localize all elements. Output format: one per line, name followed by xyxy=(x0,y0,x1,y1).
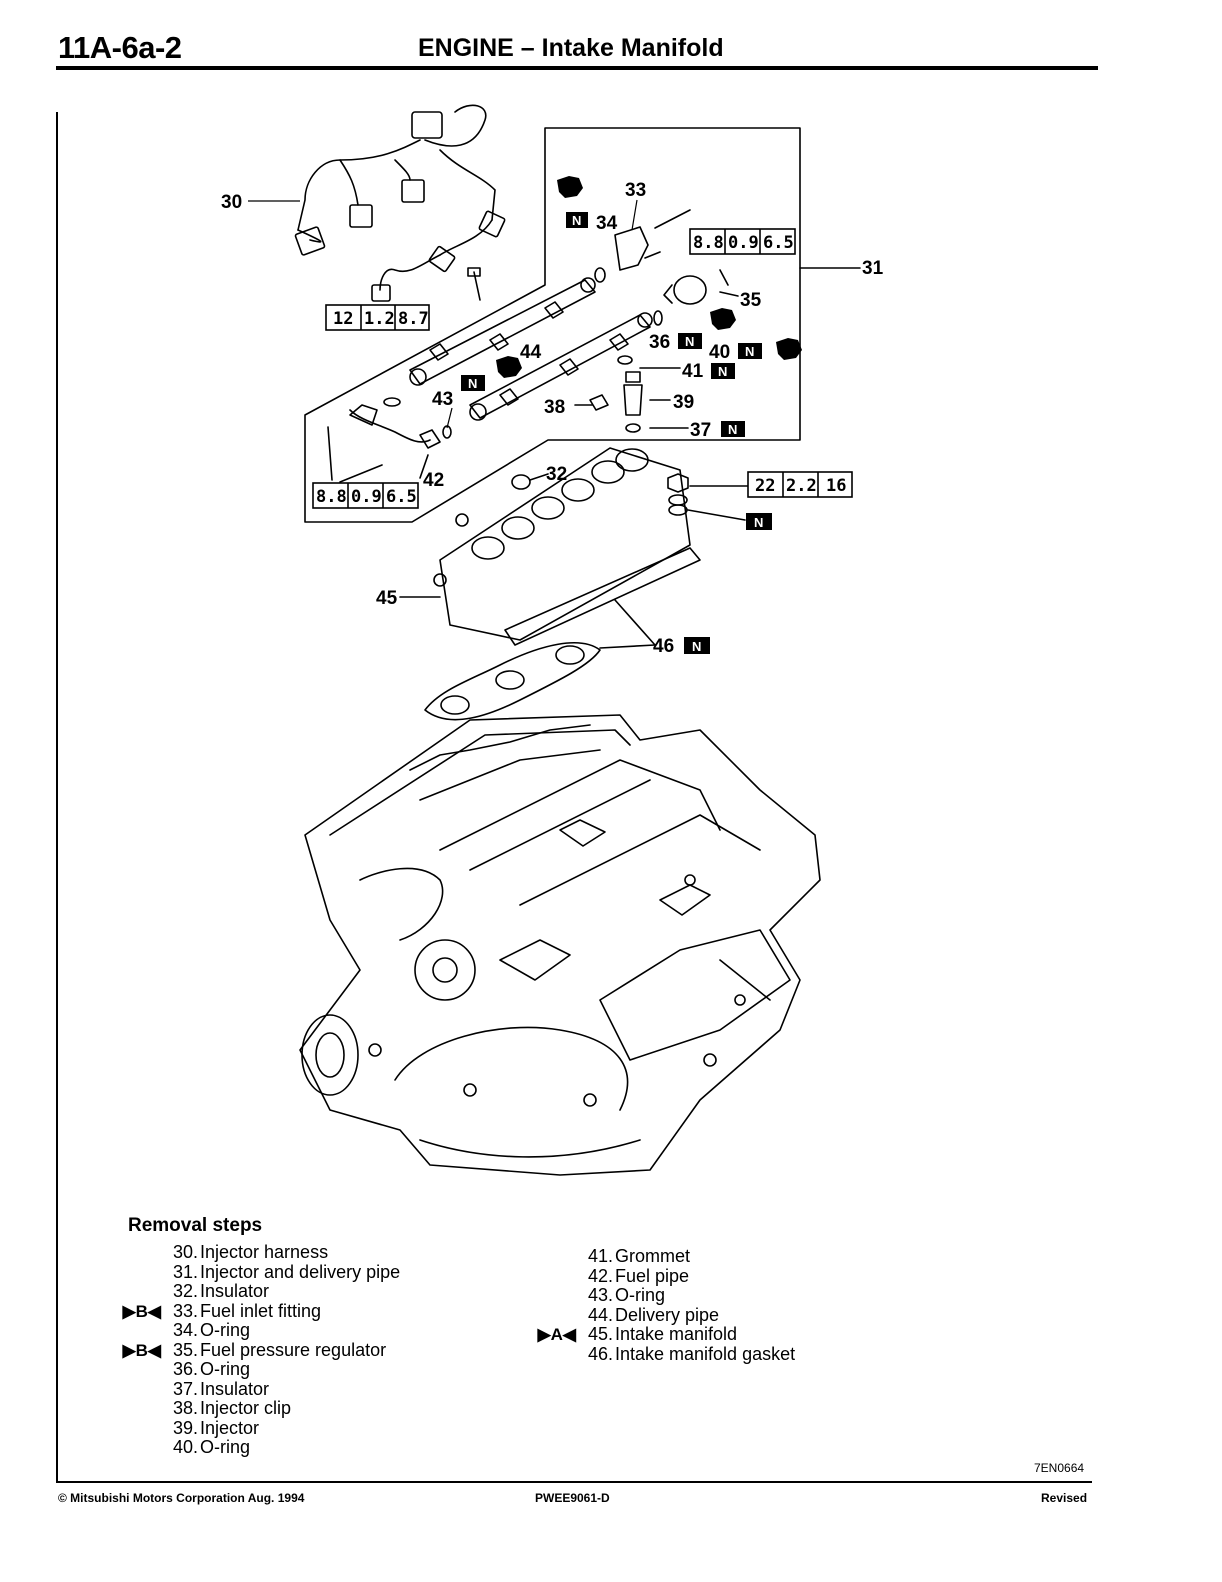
service-point-mark: ▶B◀ xyxy=(122,1301,161,1321)
removal-step: 42.Fuel pipe xyxy=(587,1265,690,1286)
page-code: 11A-6a-2 xyxy=(58,30,182,65)
callout-33: 33 xyxy=(625,180,646,201)
service-point-mark: ▶A◀ xyxy=(537,1325,576,1344)
callout-38: 38 xyxy=(544,397,565,418)
callout-46: 46 xyxy=(653,636,674,657)
header-rule xyxy=(56,66,1098,70)
new-part-tag xyxy=(684,637,710,654)
new-part-tag xyxy=(566,212,588,228)
removal-steps-left: 30.Injector harness 31.Injector and deli… xyxy=(122,1242,401,1458)
callout-45: 45 xyxy=(376,588,398,609)
callout-30: 30 xyxy=(221,192,242,213)
removal-step: 30.Injector harness xyxy=(172,1242,329,1262)
new-part-tag-label: N xyxy=(685,334,694,349)
footer-status: Revised xyxy=(1041,1491,1088,1505)
frame-left-rule xyxy=(56,112,58,1482)
oil-can-icon xyxy=(776,338,802,360)
new-part-tag xyxy=(746,513,772,530)
removal-step: ▶A◀45.Intake manifold xyxy=(537,1324,738,1344)
removal-step: 34.O-ring xyxy=(172,1320,251,1340)
torque-kgfm: 0.9 xyxy=(351,487,382,507)
frame-bottom-rule xyxy=(56,1481,1092,1483)
callout-31: 31 xyxy=(862,258,884,279)
callout-39: 39 xyxy=(673,392,694,413)
torque-nm: 8.8 xyxy=(693,233,724,253)
page-title: ENGINE – Intake Manifold xyxy=(418,34,724,62)
torque-kgfm: 2.2 xyxy=(786,476,817,496)
torque-nm: 8.8 xyxy=(316,487,347,507)
callout-44: 44 xyxy=(520,342,542,363)
new-part-tag xyxy=(721,421,745,437)
new-part-tag-label: N xyxy=(572,213,581,228)
removal-step: 32.Insulator xyxy=(172,1281,270,1301)
removal-step: ▶B◀35.Fuel pressure regulator xyxy=(122,1339,387,1360)
assembly-31-outline xyxy=(304,127,801,523)
new-part-tag-label: N xyxy=(468,376,477,391)
new-part-tag xyxy=(711,363,735,379)
removal-step: 46.Intake manifold gasket xyxy=(587,1343,796,1364)
torque-kgfm: 1.2 xyxy=(364,309,395,329)
illustration-code: 7EN0664 xyxy=(1034,1461,1085,1475)
footer-copyright: © Mitsubishi Motors Corporation Aug. 199… xyxy=(58,1491,305,1505)
injector-harness-drawing xyxy=(294,104,506,302)
torque-spec-88-upper: 8.8 0.9 6.5 xyxy=(689,228,796,255)
lubricant-marks xyxy=(496,176,802,378)
intake-manifold-drawing xyxy=(399,447,691,641)
torque-nm: 12 xyxy=(333,309,353,329)
delivery-pipe-drawing xyxy=(409,277,653,421)
callout-34: 34 xyxy=(596,213,618,234)
removal-step: ▶B◀33.Fuel inlet fitting xyxy=(122,1300,322,1321)
new-part-tag-label: N xyxy=(745,344,754,359)
new-part-tag xyxy=(461,375,485,391)
torque-nm: 22 xyxy=(755,476,775,496)
service-point-mark: ▶B◀ xyxy=(122,1340,161,1360)
oil-can-icon xyxy=(557,176,583,198)
footer-publication-number: PWEE9061-D xyxy=(535,1491,610,1505)
new-part-tag-label: N xyxy=(728,422,737,437)
new-part-tag xyxy=(738,343,762,359)
callout-42: 42 xyxy=(423,470,444,491)
removal-step: 36.O-ring xyxy=(172,1359,251,1379)
removal-step: 38.Injector clip xyxy=(172,1398,292,1418)
callout-40: 40 xyxy=(709,342,730,363)
removal-steps-right: 41.Grommet 42.Fuel pipe 43.O-ring 44.Del… xyxy=(537,1246,796,1364)
new-part-tag-label: N xyxy=(718,364,727,379)
removal-step: 40.O-ring xyxy=(172,1437,251,1457)
torque-ftlbs: 8.7 xyxy=(398,309,429,329)
callout-36: 36 xyxy=(649,332,670,353)
oil-can-icon xyxy=(710,308,736,330)
torque-kgfm: 0.9 xyxy=(728,233,759,253)
torque-spec-22: 22 2.2 16 xyxy=(747,471,853,498)
callout-35: 35 xyxy=(740,290,762,311)
removal-step: 39.Injector xyxy=(172,1417,260,1438)
new-part-tag-label: N xyxy=(754,515,763,530)
removal-step: 31.Injector and delivery pipe xyxy=(172,1261,401,1282)
intake-gasket-drawing xyxy=(424,547,701,721)
new-part-tag-label: N xyxy=(692,639,701,654)
torque-ftlbs: 6.5 xyxy=(386,487,417,507)
removal-step: 41.Grommet xyxy=(587,1246,691,1266)
removal-step: 37.Insulator xyxy=(172,1378,270,1399)
torque-spec-88-lower: 8.8 0.9 6.5 xyxy=(312,482,419,509)
removal-step: 43.O-ring xyxy=(587,1285,666,1305)
engine-block-drawing xyxy=(299,714,821,1176)
callout-43: 43 xyxy=(432,389,453,410)
callout-41: 41 xyxy=(682,361,704,382)
removal-step: 44.Delivery pipe xyxy=(587,1304,720,1325)
removal-steps-heading: Removal steps xyxy=(128,1215,263,1236)
new-part-tag xyxy=(678,333,702,349)
oil-can-icon xyxy=(496,356,522,378)
callout-32: 32 xyxy=(546,464,567,485)
torque-ftlbs: 6.5 xyxy=(763,233,794,253)
callout-37: 37 xyxy=(690,420,711,441)
torque-ftlbs: 16 xyxy=(826,476,846,496)
new-part-tags: N N N N N N N N xyxy=(461,212,772,654)
torque-spec-12: 12 1.2 8.7 xyxy=(325,304,430,331)
